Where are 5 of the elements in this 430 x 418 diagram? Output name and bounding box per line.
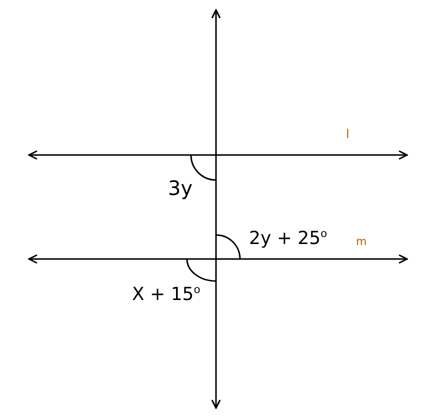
angle-label: 3y xyxy=(168,178,193,198)
angle-label: X + 15$^{o}$ xyxy=(132,285,200,304)
line-label: l xyxy=(346,128,350,140)
angle-label: 2y + 25$^{o}$ xyxy=(249,229,328,248)
line-label: m xyxy=(356,236,367,247)
